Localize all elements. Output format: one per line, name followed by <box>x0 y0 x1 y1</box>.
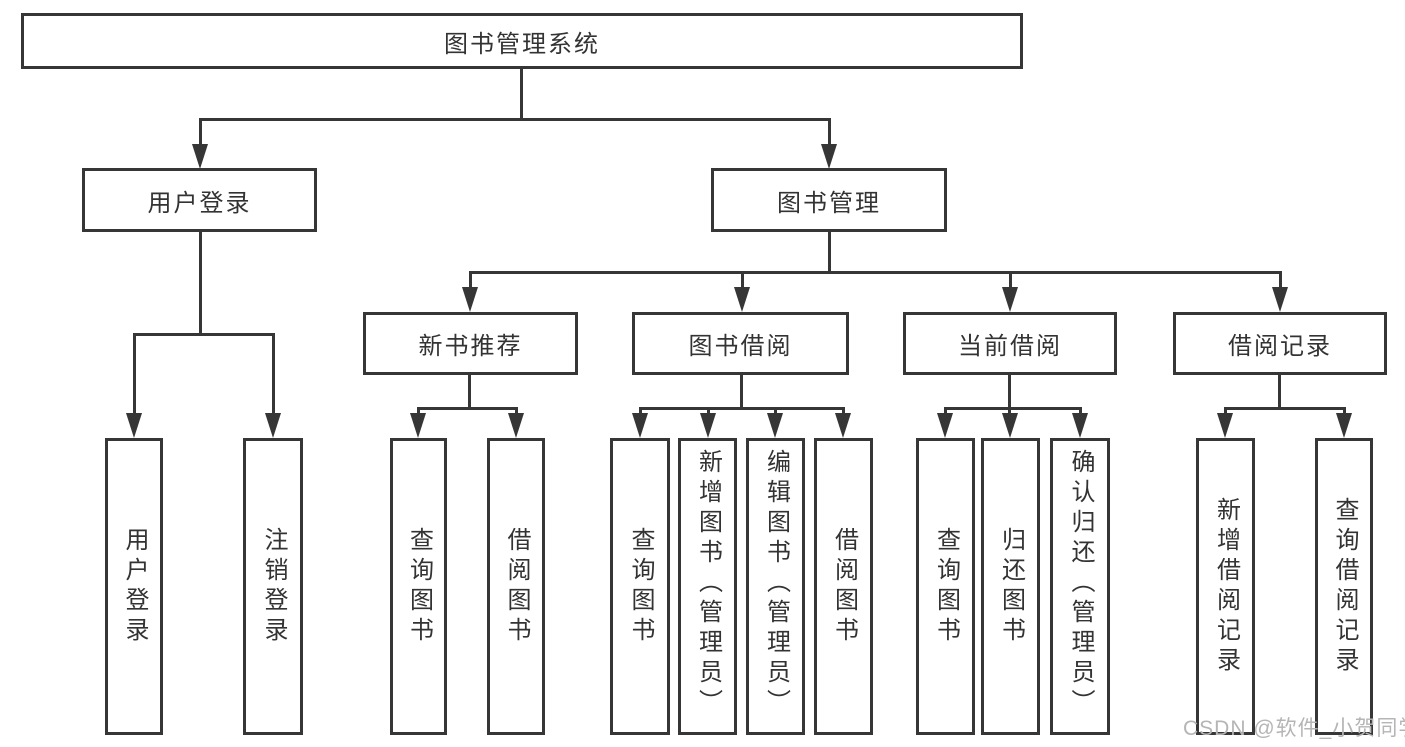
node-new-book-rec: 新书推荐 <box>363 312 578 375</box>
connector-current-borrow-branch-line <box>944 407 1082 410</box>
connector-user-login-branch-line <box>133 333 274 336</box>
arrow-down-icon <box>1272 287 1288 312</box>
arrow-down-icon <box>126 413 142 438</box>
connector-stem-current-borrow <box>1009 271 1012 291</box>
leaf-bb-edit-label: 编辑图书（管理员） <box>762 449 790 719</box>
node-book-mgmt-label: 图书管理 <box>777 189 881 217</box>
arrow-down-icon <box>821 144 837 169</box>
connector-book-borrow-branch-line <box>639 407 845 410</box>
arrow-down-icon <box>265 413 281 438</box>
arrow-down-icon <box>632 413 648 438</box>
arrow-down-icon <box>1217 413 1233 438</box>
leaf-bb-add: 新增图书（管理员） <box>678 438 737 735</box>
connector-user-login-drop-line <box>199 232 202 335</box>
node-new-book-rec-label: 新书推荐 <box>418 333 523 360</box>
node-user-login-label: 用户登录 <box>147 189 252 217</box>
connector-stem-leaf-user-login <box>133 333 136 415</box>
leaf-cb-return-label: 归还图书 <box>997 526 1025 647</box>
leaf-nb-borrow: 借阅图书 <box>487 438 545 735</box>
leaf-bb-borrow: 借阅图书 <box>814 438 873 735</box>
arrow-down-icon <box>734 287 750 312</box>
node-root: 图书管理系统 <box>21 13 1023 69</box>
leaf-nb-query-label: 查询图书 <box>405 526 433 647</box>
connector-root-drop-line <box>520 68 523 119</box>
leaf-user-login: 用户登录 <box>105 438 163 735</box>
connector-borrow-records-drop-line <box>1278 375 1281 410</box>
node-book-borrow-label: 图书借阅 <box>688 333 793 360</box>
arrow-down-icon <box>410 413 426 438</box>
arrow-down-icon <box>767 413 783 438</box>
leaf-cb-query: 查询图书 <box>916 438 975 735</box>
leaf-br-query-label: 查询借阅记录 <box>1331 496 1358 677</box>
node-current-borrow-label: 当前借阅 <box>958 333 1062 360</box>
leaf-nb-query: 查询图书 <box>390 438 447 735</box>
connector-stem-book-borrow <box>741 271 744 291</box>
connector-stem-leaf-logout <box>272 333 275 415</box>
leaf-bb-query: 查询图书 <box>610 438 670 735</box>
leaf-user-login-label: 用户登录 <box>121 526 148 647</box>
node-user-login: 用户登录 <box>82 168 317 232</box>
arrow-down-icon <box>1002 413 1018 438</box>
node-borrow-records: 借阅记录 <box>1173 312 1387 375</box>
connector-stem-user-login <box>199 118 202 148</box>
leaf-br-query: 查询借阅记录 <box>1315 438 1373 735</box>
csdn-watermark: CSDN @软件_小贺同学 <box>1183 717 1405 740</box>
node-book-mgmt: 图书管理 <box>711 168 947 232</box>
node-root-label: 图书管理系统 <box>444 30 600 58</box>
leaf-logout: 注销登录 <box>243 438 303 735</box>
connector-new-book-rec-branch-line <box>417 407 518 410</box>
leaf-nb-borrow-label: 借阅图书 <box>503 526 530 647</box>
arrow-down-icon <box>462 287 478 312</box>
arrow-down-icon <box>192 144 208 169</box>
node-book-borrow: 图书借阅 <box>632 312 849 375</box>
node-current-borrow: 当前借阅 <box>903 312 1117 375</box>
arrow-down-icon <box>508 413 524 438</box>
connector-book-mgmt-drop-line <box>828 232 831 274</box>
leaf-bb-add-label: 新增图书（管理员） <box>694 449 722 719</box>
node-borrow-records-label: 借阅记录 <box>1228 333 1332 360</box>
connector-stem-book-mgmt <box>828 118 831 148</box>
leaf-bb-edit: 编辑图书（管理员） <box>746 438 805 735</box>
leaf-logout-label: 注销登录 <box>260 526 287 647</box>
connector-new-book-rec-drop-line <box>468 375 471 410</box>
leaf-cb-query-label: 查询图书 <box>932 526 960 647</box>
connector-borrow-records-branch-line <box>1224 407 1346 410</box>
leaf-cb-confirm-label: 确认归还（管理员） <box>1067 449 1094 719</box>
leaf-bb-query-label: 查询图书 <box>627 526 654 647</box>
leaf-cb-confirm: 确认归还（管理员） <box>1050 438 1110 735</box>
leaf-bb-borrow-label: 借阅图书 <box>830 526 858 647</box>
connector-current-borrow-drop-line <box>1008 375 1011 410</box>
arrow-down-icon <box>835 413 851 438</box>
connector-book-borrow-drop-line <box>740 375 743 410</box>
connector-book-mgmt-branch-line <box>469 271 1282 274</box>
arrow-down-icon <box>1072 413 1088 438</box>
connector-root-branch-line <box>199 118 830 121</box>
connector-stem-borrow-records <box>1279 271 1282 291</box>
leaf-br-add-label: 新增借阅记录 <box>1212 496 1240 677</box>
arrow-down-icon <box>700 413 716 438</box>
arrow-down-icon <box>937 413 953 438</box>
leaf-br-add: 新增借阅记录 <box>1196 438 1255 735</box>
connector-stem-new-book-rec <box>469 271 472 291</box>
arrow-down-icon <box>1002 287 1018 312</box>
arrow-down-icon <box>1336 413 1352 438</box>
leaf-cb-return: 归还图书 <box>981 438 1040 735</box>
